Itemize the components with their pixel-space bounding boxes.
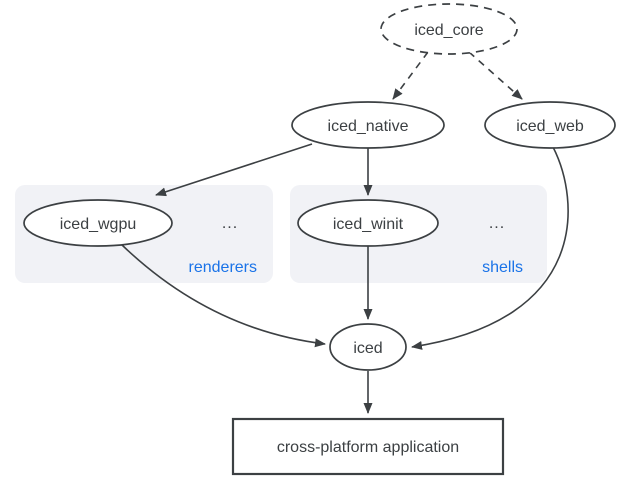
node-cross-platform-application: cross-platform application bbox=[231, 417, 505, 476]
node-iced_web: iced_web bbox=[484, 101, 616, 149]
node-iced_winit: iced_winit bbox=[297, 199, 439, 247]
node-iced_core-shape bbox=[380, 3, 518, 55]
edge-iced_web-iced bbox=[411, 146, 569, 350]
group-renderers-ellipsis: ... bbox=[222, 215, 238, 232]
node-iced_winit-shape bbox=[297, 199, 439, 247]
node-iced_wgpu: iced_wgpu bbox=[23, 199, 173, 247]
node-iced_native-shape bbox=[291, 101, 445, 149]
group-shells-ellipsis: ... bbox=[489, 215, 505, 232]
edge-iced_core-iced_web bbox=[468, 51, 523, 100]
node-iced_web-shape bbox=[484, 101, 616, 149]
node-iced-label: iced bbox=[353, 340, 382, 357]
node-iced_native-label: iced_native bbox=[328, 118, 409, 135]
node-iced-shape bbox=[329, 323, 407, 371]
node-cross-platform-application-label: cross-platform application bbox=[277, 439, 459, 456]
node-iced_core: iced_core bbox=[380, 3, 518, 55]
node-cross-platform-application-shape bbox=[231, 417, 505, 476]
node-iced_wgpu-shape bbox=[23, 199, 173, 247]
group-shells-label: shells bbox=[482, 259, 523, 276]
node-iced_core-label: iced_core bbox=[414, 22, 483, 39]
edge-iced_wgpu-iced bbox=[120, 243, 326, 348]
edge-iced_native-iced_wgpu bbox=[155, 143, 313, 197]
node-iced_native: iced_native bbox=[291, 101, 445, 149]
edge-iced_core-iced_native bbox=[392, 51, 429, 100]
node-iced_wgpu-label: iced_wgpu bbox=[60, 216, 137, 233]
node-iced_web-label: iced_web bbox=[516, 118, 584, 135]
node-iced_winit-label: iced_winit bbox=[333, 216, 404, 233]
group-renderers-label: renderers bbox=[189, 259, 257, 276]
node-iced: iced bbox=[329, 323, 407, 371]
